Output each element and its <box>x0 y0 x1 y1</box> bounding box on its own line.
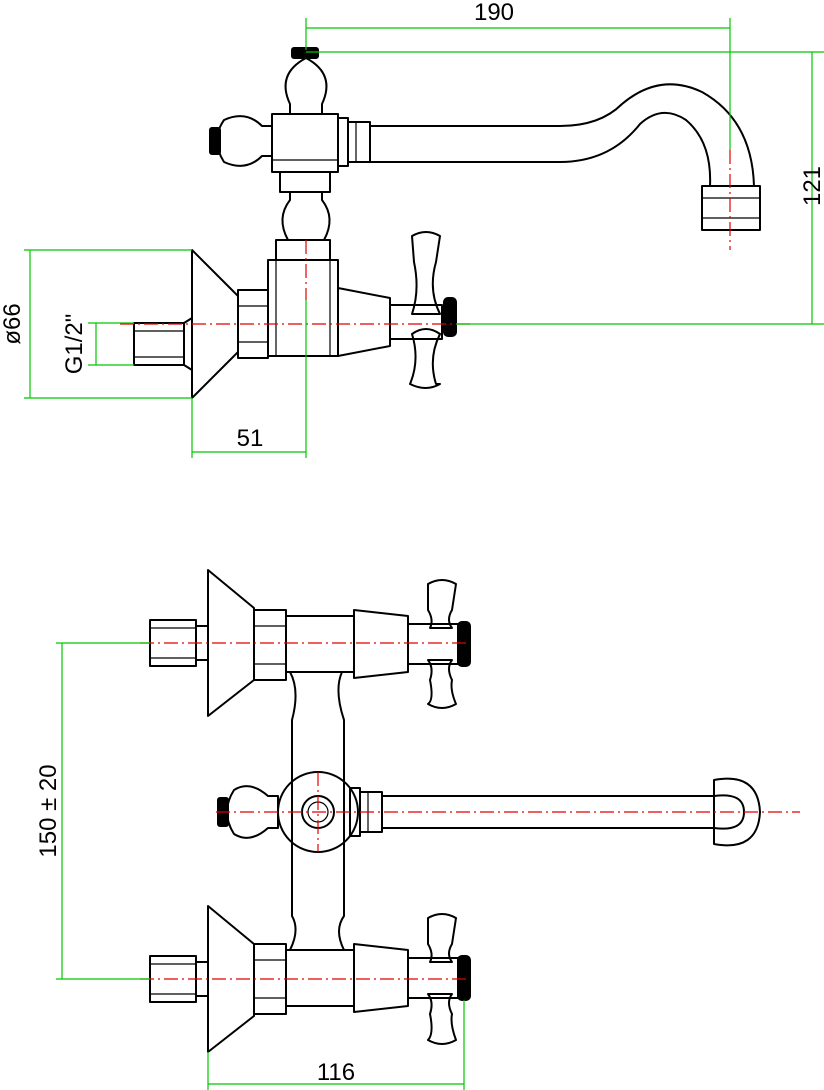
front-bonnet-upper <box>353 609 409 679</box>
side-bonnet <box>337 287 391 357</box>
front-bonnet-lower <box>353 943 409 1013</box>
front-handle-upper <box>427 579 457 629</box>
dim-spout-height: 121 <box>799 166 824 206</box>
dim-body-width: 116 <box>317 1059 355 1086</box>
side-spout <box>370 83 755 187</box>
dim-wall-offset: 51 <box>237 425 264 452</box>
side-cross-handle <box>411 231 441 315</box>
side-diverter-knob <box>216 115 273 167</box>
side-valve-body <box>267 259 339 357</box>
front-nut-upper <box>253 609 287 681</box>
front-mixer-body <box>289 671 345 951</box>
dim-rosette-diameter: ø66 <box>0 303 26 344</box>
side-column <box>281 191 331 241</box>
front-rosette-lower <box>207 905 255 1053</box>
front-handle-lower <box>427 913 457 963</box>
side-top-knob <box>284 57 328 115</box>
dim-inlet-spacing: 150 ± 20 <box>35 764 62 857</box>
dim-spout-reach: 190 <box>474 0 514 26</box>
side-view: 190 121 ø66 G1/2" 51 <box>0 0 824 458</box>
side-inlet-stub <box>133 322 185 366</box>
dim-inlet-thread: G1/2" <box>61 314 88 375</box>
side-mixer-body <box>271 113 339 173</box>
side-spout-aerator <box>701 185 761 231</box>
front-view: 150 ± 20 116 <box>35 569 800 1090</box>
